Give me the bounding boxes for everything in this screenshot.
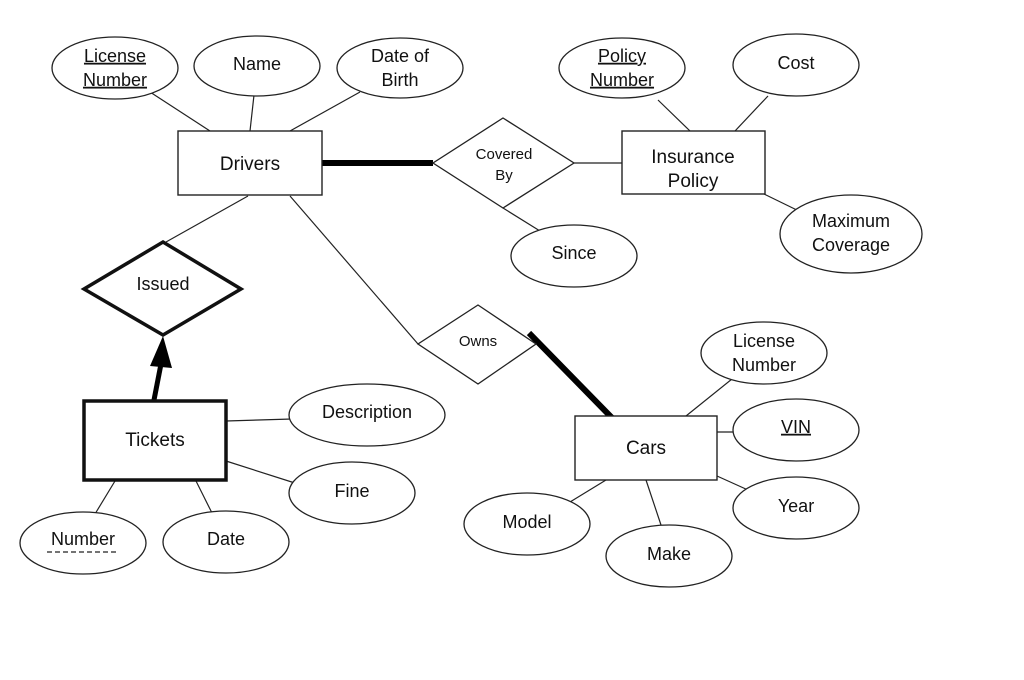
- attr-car-license-number-line1: License: [733, 331, 795, 351]
- line-drivers-issued: [165, 195, 249, 243]
- attr-driver-license-number: License Number: [51, 36, 179, 100]
- attr-driver-dob-line1: Date of: [371, 46, 430, 66]
- attr-driver-name: Name: [193, 35, 321, 97]
- relationship-covered-by-label-line1: Covered: [476, 146, 533, 163]
- attr-ticket-description: Description: [288, 383, 446, 447]
- entity-insurance-policy: Insurance Policy: [621, 130, 766, 195]
- attr-covered-since: Since: [510, 224, 638, 288]
- attr-ticket-number-label: Number: [51, 529, 115, 549]
- attr-car-year-label: Year: [778, 496, 814, 516]
- line-cars-license: [685, 378, 733, 417]
- entity-insurance-policy-label-line2: Policy: [668, 171, 719, 192]
- attr-car-make-label: Make: [647, 544, 691, 564]
- line-cars-model: [569, 479, 607, 503]
- attr-ticket-description-label: Description: [322, 402, 412, 422]
- attr-driver-name-label: Name: [233, 54, 281, 74]
- attr-car-vin: VIN: [732, 398, 860, 462]
- attr-car-license-number-line2: Number: [732, 355, 796, 375]
- attr-driver-dob: Date of Birth: [336, 37, 464, 99]
- line-tickets-fine: [225, 460, 299, 485]
- attr-car-vin-label: VIN: [781, 417, 811, 437]
- relationship-covered-by-label-line2: By: [495, 167, 513, 184]
- line-tickets-description: [225, 418, 293, 422]
- attr-driver-dob-line2: Birth: [381, 70, 418, 90]
- line-cars-year: [716, 475, 749, 491]
- attr-policy-number: Policy Number: [558, 37, 686, 99]
- attr-car-year: Year: [732, 476, 860, 540]
- entity-drivers: Drivers: [177, 130, 323, 196]
- connector-lines: [94, 91, 806, 529]
- line-owns-cars: [526, 330, 620, 426]
- attr-car-model-label: Model: [502, 512, 551, 532]
- entity-insurance-policy-label-line1: Insurance: [651, 147, 734, 168]
- attr-policy-max-coverage-line1: Maximum: [812, 211, 890, 231]
- line-tickets-number: [94, 480, 116, 515]
- line-coveredby-since: [502, 207, 541, 232]
- attr-policy-cost: Cost: [732, 33, 860, 97]
- line-tickets-issued: [151, 363, 164, 401]
- attr-policy-number-line1: Policy: [598, 46, 646, 66]
- relationship-issued-label: Issued: [136, 274, 189, 294]
- attr-ticket-date: Date: [162, 510, 290, 574]
- attr-ticket-fine-label: Fine: [334, 481, 369, 501]
- relationship-owns-label: Owns: [459, 333, 497, 350]
- entity-drivers-label: Drivers: [220, 154, 280, 175]
- attr-ticket-fine: Fine: [288, 461, 416, 525]
- entity-tickets-label: Tickets: [125, 430, 184, 451]
- line-cars-make: [645, 479, 663, 529]
- line-policy-number: [657, 99, 691, 132]
- line-drivers-license: [149, 91, 211, 132]
- attr-policy-max-coverage: Maximum Coverage: [779, 194, 923, 274]
- attr-driver-license-number-line1: License: [84, 46, 146, 66]
- entity-cars: Cars: [574, 415, 718, 481]
- attr-car-license-number: License Number: [700, 321, 828, 385]
- attr-ticket-number: Number: [19, 511, 147, 575]
- attr-covered-since-label: Since: [551, 243, 596, 263]
- entity-cars-label: Cars: [626, 438, 666, 459]
- line-policy-cost: [734, 95, 769, 132]
- attr-policy-max-coverage-line2: Coverage: [812, 235, 890, 255]
- arrow-head-icon: [150, 336, 172, 368]
- attr-car-make: Make: [605, 524, 733, 588]
- attr-car-model: Model: [463, 492, 591, 556]
- entity-tickets: Tickets: [82, 399, 228, 482]
- line-tickets-date: [195, 480, 213, 514]
- line-drivers-owns: [289, 195, 419, 345]
- relationship-covered-by: Covered By: [431, 117, 576, 209]
- relationship-issued: Issued: [80, 239, 245, 338]
- attr-driver-license-number-line2: Number: [83, 70, 147, 90]
- line-drivers-name: [249, 94, 255, 132]
- relationship-owns: Owns: [416, 304, 538, 385]
- attr-policy-cost-label: Cost: [777, 53, 814, 73]
- attr-ticket-date-label: Date: [207, 529, 245, 549]
- attr-policy-number-line2: Number: [590, 70, 654, 90]
- line-drivers-dob: [289, 91, 361, 132]
